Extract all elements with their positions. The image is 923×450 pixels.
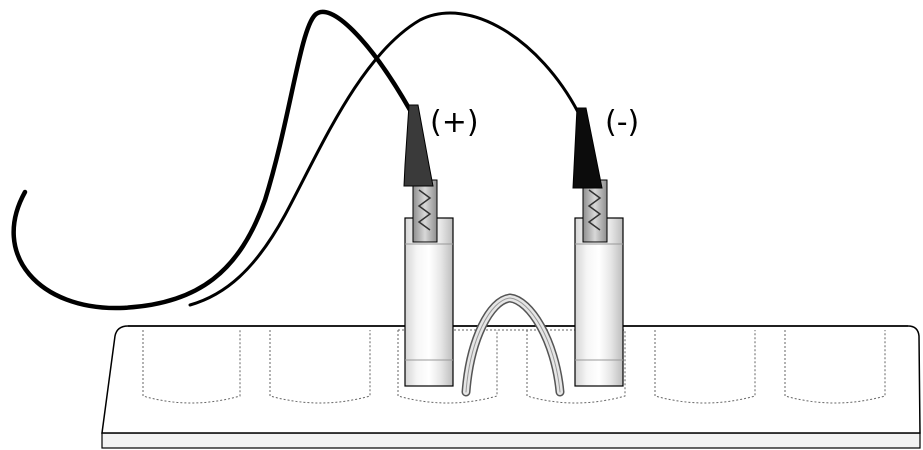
well-2 bbox=[269, 330, 371, 404]
negative-electrode bbox=[574, 217, 624, 387]
well-5 bbox=[654, 330, 756, 404]
positive-label: (+) bbox=[430, 105, 479, 140]
tray-base-strip bbox=[101, 432, 921, 449]
well-3 bbox=[397, 330, 498, 404]
negative-clip-boot bbox=[572, 107, 603, 189]
positive-wire bbox=[11, 9, 413, 311]
tray bbox=[101, 325, 921, 449]
tray-body bbox=[101, 325, 921, 434]
wires bbox=[11, 9, 580, 311]
well-4 bbox=[526, 330, 626, 404]
negative-label: (-) bbox=[605, 105, 639, 140]
positive-clip-boot bbox=[403, 104, 434, 187]
well-1 bbox=[142, 330, 241, 404]
negative-clip bbox=[572, 107, 608, 243]
salt-bridge bbox=[461, 293, 565, 397]
positive-clip bbox=[403, 104, 438, 243]
well-6 bbox=[784, 330, 886, 404]
positive-electrode bbox=[404, 217, 454, 387]
negative-wire bbox=[188, 11, 580, 307]
